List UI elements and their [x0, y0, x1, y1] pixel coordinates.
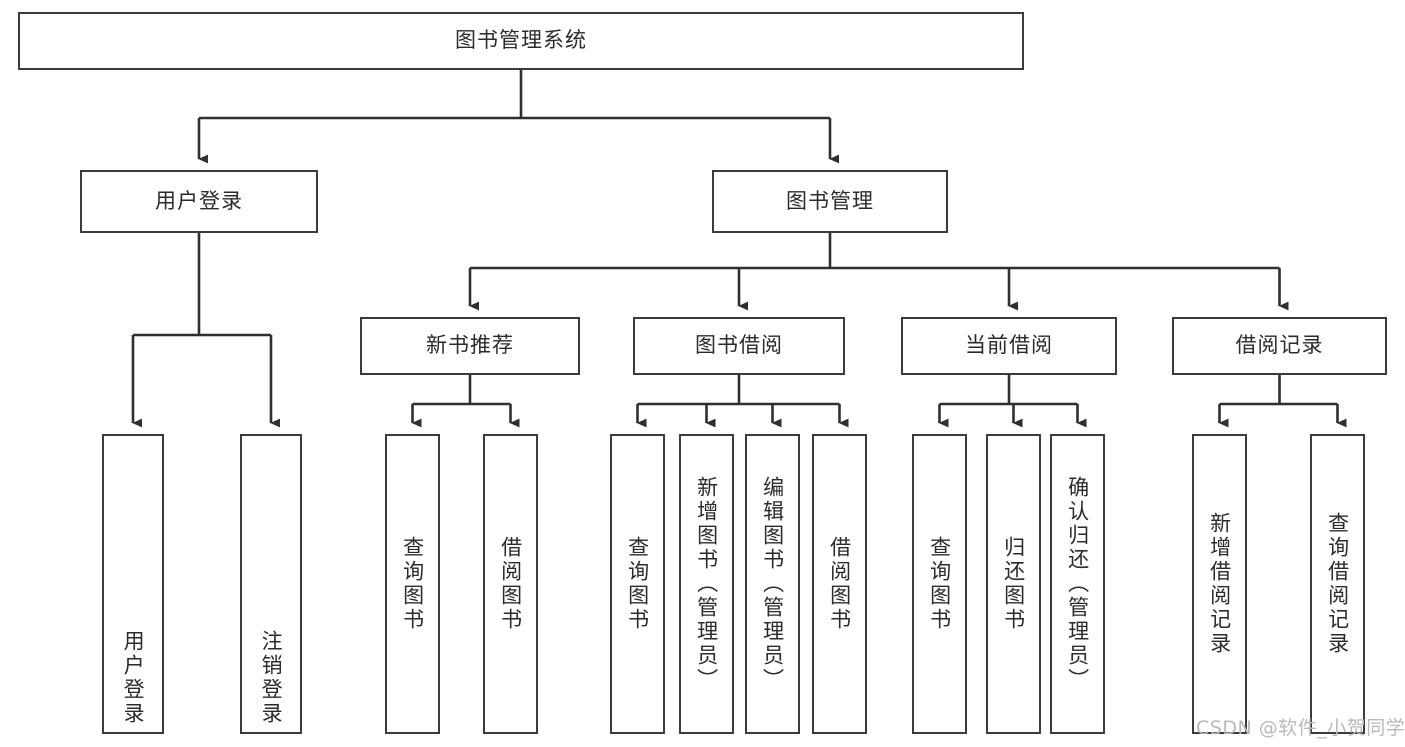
node-leaf-query-book-3-label: 查询图书 — [927, 536, 952, 632]
node-new-book-recommend[interactable]: 新书推荐 — [360, 317, 580, 375]
node-leaf-borrow-book-1[interactable]: 借阅图书 — [483, 434, 538, 734]
node-leaf-add-book-admin[interactable]: 新增图书（管理员） — [679, 434, 734, 734]
node-leaf-edit-book-admin[interactable]: 编辑图书（管理员） — [745, 434, 800, 734]
node-root[interactable]: 图书管理系统 — [18, 12, 1024, 70]
node-leaf-return-book[interactable]: 归还图书 — [986, 434, 1041, 734]
node-borrow-record[interactable]: 借阅记录 — [1172, 317, 1387, 375]
node-leaf-borrow-book-2[interactable]: 借阅图书 — [812, 434, 867, 734]
node-leaf-borrow-book-1-label: 借阅图书 — [498, 536, 523, 632]
node-leaf-add-book-admin-label: 新增图书（管理员） — [694, 476, 719, 692]
node-leaf-query-book-1-label: 查询图书 — [400, 536, 425, 632]
node-leaf-add-borrow-record-label: 新增借阅记录 — [1207, 512, 1232, 656]
node-book-borrow[interactable]: 图书借阅 — [633, 317, 845, 375]
node-book-borrow-label: 图书借阅 — [695, 333, 783, 358]
node-root-label: 图书管理系统 — [455, 28, 587, 53]
node-leaf-confirm-return-admin-label: 确认归还（管理员） — [1065, 476, 1090, 692]
node-current-borrow-label: 当前借阅 — [965, 333, 1053, 358]
node-leaf-query-book-1[interactable]: 查询图书 — [385, 434, 440, 734]
node-leaf-logout-login[interactable]: 注销登录 — [240, 434, 302, 734]
node-leaf-add-borrow-record[interactable]: 新增借阅记录 — [1192, 434, 1247, 734]
node-borrow-record-label: 借阅记录 — [1235, 333, 1324, 358]
node-book-manage-label: 图书管理 — [786, 188, 874, 213]
node-new-book-recommend-label: 新书推荐 — [426, 333, 514, 358]
node-leaf-query-book-3[interactable]: 查询图书 — [912, 434, 967, 734]
node-current-borrow[interactable]: 当前借阅 — [901, 317, 1117, 375]
node-leaf-query-borrow-record[interactable]: 查询借阅记录 — [1310, 434, 1365, 734]
node-user-login[interactable]: 用户登录 — [80, 170, 318, 233]
node-book-manage[interactable]: 图书管理 — [712, 170, 948, 233]
node-user-login-label: 用户登录 — [155, 188, 243, 213]
node-leaf-query-book-2-label: 查询图书 — [625, 536, 650, 632]
node-leaf-confirm-return-admin[interactable]: 确认归还（管理员） — [1050, 434, 1105, 734]
node-leaf-query-borrow-record-label: 查询借阅记录 — [1325, 512, 1350, 656]
node-leaf-borrow-book-2-label: 借阅图书 — [827, 536, 852, 632]
node-leaf-user-login[interactable]: 用户登录 — [102, 434, 164, 734]
node-leaf-logout-login-label: 注销登录 — [259, 630, 284, 726]
node-leaf-user-login-label: 用户登录 — [121, 630, 146, 726]
watermark-text: CSDN @软件_小贺同学 — [1196, 717, 1405, 739]
node-leaf-return-book-label: 归还图书 — [1001, 536, 1026, 632]
node-leaf-edit-book-admin-label: 编辑图书（管理员） — [760, 476, 785, 692]
node-leaf-query-book-2[interactable]: 查询图书 — [610, 434, 665, 734]
